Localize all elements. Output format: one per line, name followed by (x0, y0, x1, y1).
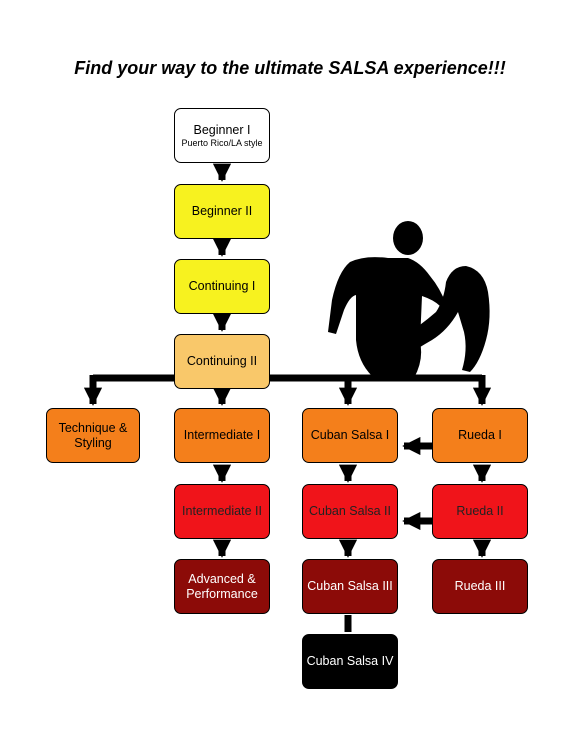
dancers-silhouette (328, 221, 490, 378)
page-title: Find your way to the ultimate SALSA expe… (74, 58, 506, 78)
node-technique-styling: Technique & Styling (46, 408, 140, 463)
node-label: Cuban Salsa II (309, 504, 391, 518)
node-label: Continuing I (188, 279, 256, 293)
node-label: Cuban Salsa I (310, 428, 390, 442)
node-sublabel: Puerto Rico/LA style (181, 137, 263, 148)
node-label: Beginner I (193, 122, 251, 137)
node-rueda-1: Rueda I (432, 408, 528, 463)
node-beginner-1: Beginner I Puerto Rico/LA style (174, 108, 270, 163)
node-label: Rueda II (456, 504, 504, 518)
node-label: Continuing II (186, 354, 258, 368)
node-advanced-performance: Advanced & Performance (174, 559, 270, 614)
node-label: Technique & Styling (58, 420, 128, 450)
node-label: Rueda I (458, 428, 502, 442)
node-rueda-3: Rueda III (432, 559, 528, 614)
node-rueda-2: Rueda II (432, 484, 528, 539)
node-label: Intermediate I (183, 428, 261, 442)
node-cuban-salsa-1: Cuban Salsa I (302, 408, 398, 463)
node-intermediate-1: Intermediate I (174, 408, 270, 463)
node-beginner-2: Beginner II (174, 184, 270, 239)
node-label: Intermediate II (182, 504, 262, 518)
node-cuban-salsa-3: Cuban Salsa III (302, 559, 398, 614)
node-cuban-salsa-2: Cuban Salsa II (302, 484, 398, 539)
node-continuing-2: Continuing II (174, 334, 270, 389)
node-label: Cuban Salsa III (307, 579, 393, 593)
node-label: Rueda III (454, 579, 506, 593)
node-label: Advanced & Performance (186, 571, 258, 601)
node-cuban-salsa-4: Cuban Salsa IV (302, 634, 398, 689)
node-label: Cuban Salsa IV (306, 654, 394, 668)
node-label: Beginner II (191, 204, 253, 218)
node-intermediate-2: Intermediate II (174, 484, 270, 539)
node-continuing-1: Continuing I (174, 259, 270, 314)
